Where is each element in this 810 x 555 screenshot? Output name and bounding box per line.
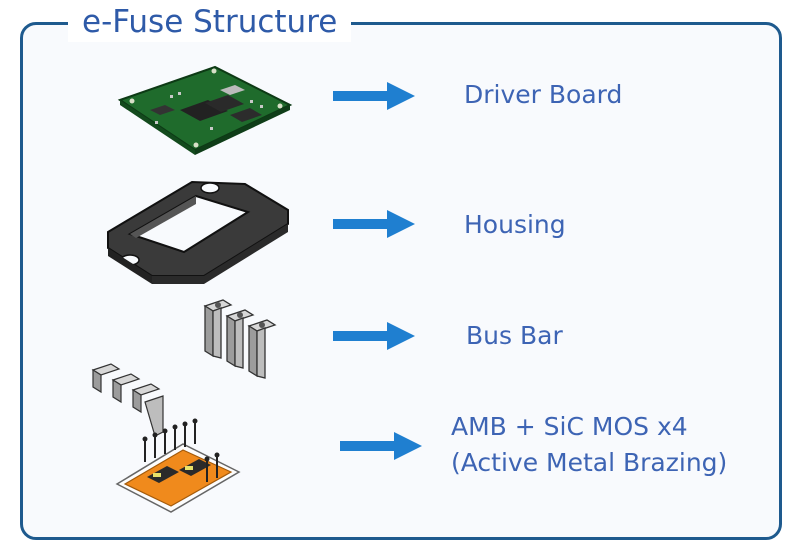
- arrow-right-icon: [340, 432, 422, 460]
- label-amb-sic-line2: (Active Metal Brazing): [451, 448, 728, 477]
- arrow-right-icon: [333, 322, 415, 350]
- housing-frame-illustration: [107, 180, 289, 284]
- diagram-title: e-Fuse Structure: [68, 2, 352, 42]
- pcb-illustration: [117, 65, 293, 155]
- arrow-right-icon: [333, 82, 415, 110]
- busbar-illustration: [203, 299, 277, 379]
- label-bus-bar: Bus Bar: [466, 321, 563, 350]
- label-housing: Housing: [464, 210, 566, 239]
- label-amb-sic: AMB + SiC MOS x4 (Active Metal Brazing): [451, 409, 727, 481]
- label-driver-board: Driver Board: [464, 80, 623, 109]
- label-amb-sic-line1: AMB + SiC MOS x4: [451, 412, 688, 441]
- arrow-right-icon: [333, 210, 415, 238]
- amb-substrate-illustration: [91, 363, 241, 513]
